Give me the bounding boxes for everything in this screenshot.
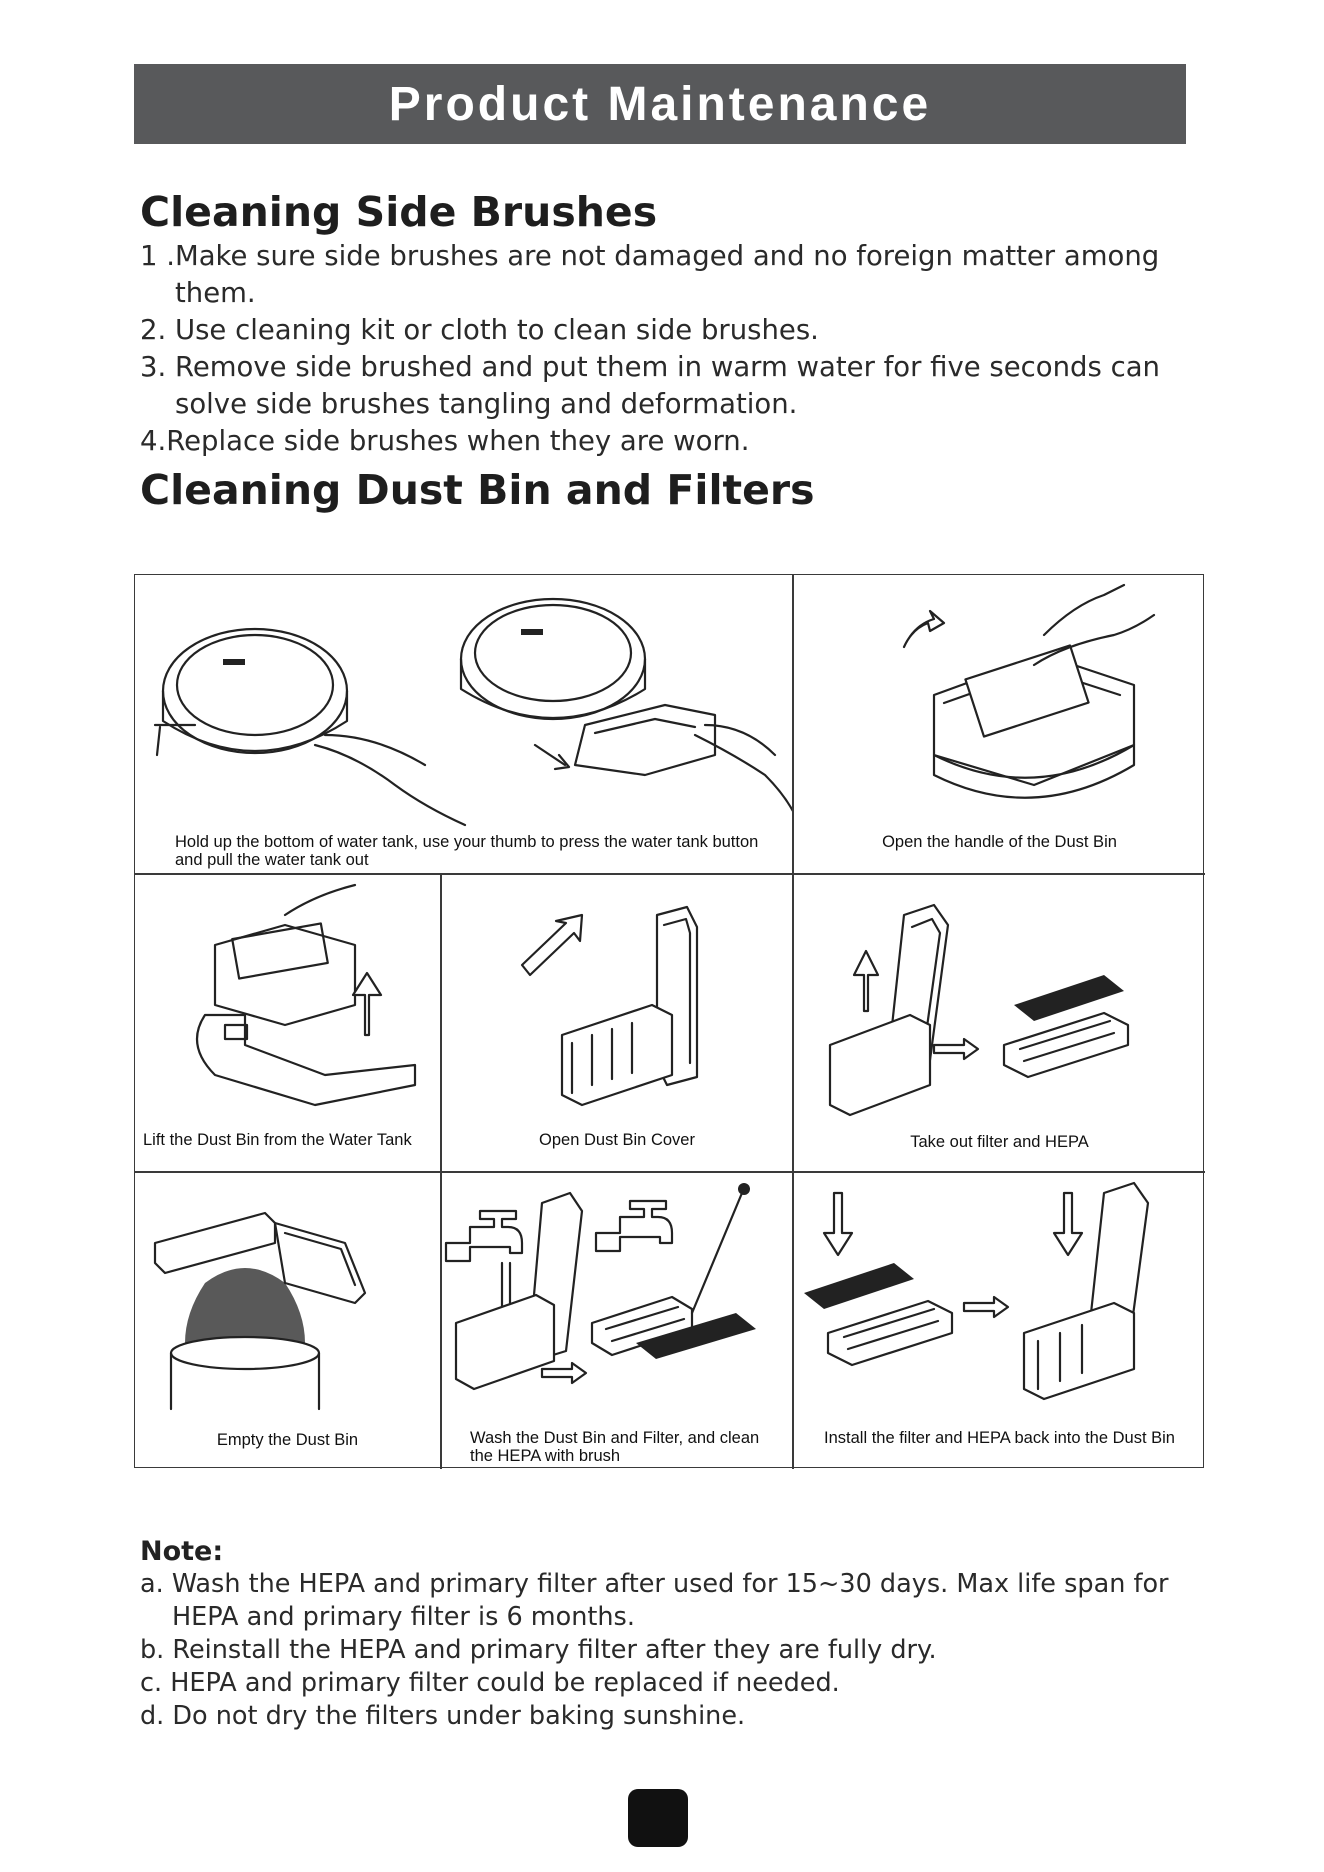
step-take-out-filter: Take out filter and HEPA <box>794 875 1205 1171</box>
notes-list: a. Wash the HEPA and primary filter afte… <box>140 1568 1210 1733</box>
side-brushes-list: 1 .Make sure side brushes are not damage… <box>140 238 1200 460</box>
list-item: b. Reinstall the HEPA and primary filter… <box>140 1635 937 1665</box>
list-item: 3. Remove side brushed and put them in w… <box>140 351 1160 420</box>
grid-divider <box>135 1171 1205 1173</box>
note-title: Note: <box>140 1536 224 1567</box>
step-caption: Open Dust Bin Cover <box>539 1131 695 1149</box>
dust-bin-heading: Cleaning Dust Bin and Filters <box>140 466 815 514</box>
list-item: a. Wash the HEPA and primary filter afte… <box>140 1569 1169 1632</box>
step-caption: Wash the Dust Bin and Filter, and clean … <box>470 1429 760 1465</box>
step-caption: Lift the Dust Bin from the Water Tank <box>143 1131 412 1149</box>
step-empty-dust-bin: Empty the Dust Bin <box>135 1173 440 1469</box>
step-open-cover: Open Dust Bin Cover <box>442 875 792 1171</box>
step-caption: Install the filter and HEPA back into th… <box>824 1429 1175 1447</box>
grid-divider <box>440 873 442 1469</box>
wash-illustration <box>444 1183 756 1391</box>
page-number-badge <box>628 1789 688 1847</box>
lift-dust-bin-illustration <box>195 883 417 1107</box>
open-cover-illustration <box>520 905 699 1107</box>
step-caption: Take out filter and HEPA <box>910 1133 1089 1151</box>
empty-dust-bin-illustration <box>153 1211 367 1411</box>
step-caption: Open the handle of the Dust Bin <box>882 833 1117 851</box>
step-wash: Wash the Dust Bin and Filter, and clean … <box>442 1173 792 1469</box>
dust-bin-handle-illustration <box>902 583 1156 799</box>
list-item: d. Do not dry the filters under baking s… <box>140 1701 746 1731</box>
robot-water-tank-illustration <box>153 597 792 827</box>
instruction-grid: Hold up the bottom of water tank, use yo… <box>134 574 1205 1469</box>
install-filter-illustration <box>804 1181 1150 1401</box>
grid-divider <box>792 575 794 1469</box>
list-item: 4.Replace side brushes when they are wor… <box>140 425 750 457</box>
grid-divider <box>135 873 1205 875</box>
page-title-banner: Product Maintenance <box>134 64 1186 144</box>
take-out-filter-illustration <box>828 903 1130 1117</box>
list-item: c. HEPA and primary filter could be repl… <box>140 1668 840 1698</box>
step-remove-water-tank: Hold up the bottom of water tank, use yo… <box>135 575 792 873</box>
step-caption: Hold up the bottom of water tank, use yo… <box>175 833 759 869</box>
page-title: Product Maintenance <box>388 77 932 131</box>
list-item: 2. Use cleaning kit or cloth to clean si… <box>140 314 819 346</box>
step-caption: Empty the Dust Bin <box>216 1431 359 1449</box>
step-lift-dust-bin: Lift the Dust Bin from the Water Tank <box>135 875 440 1171</box>
list-item: 1 .Make sure side brushes are not damage… <box>140 240 1160 309</box>
side-brushes-heading: Cleaning Side Brushes <box>140 188 658 236</box>
step-install-filter: Install the filter and HEPA back into th… <box>794 1173 1205 1469</box>
step-open-handle: Open the handle of the Dust Bin <box>794 575 1205 873</box>
